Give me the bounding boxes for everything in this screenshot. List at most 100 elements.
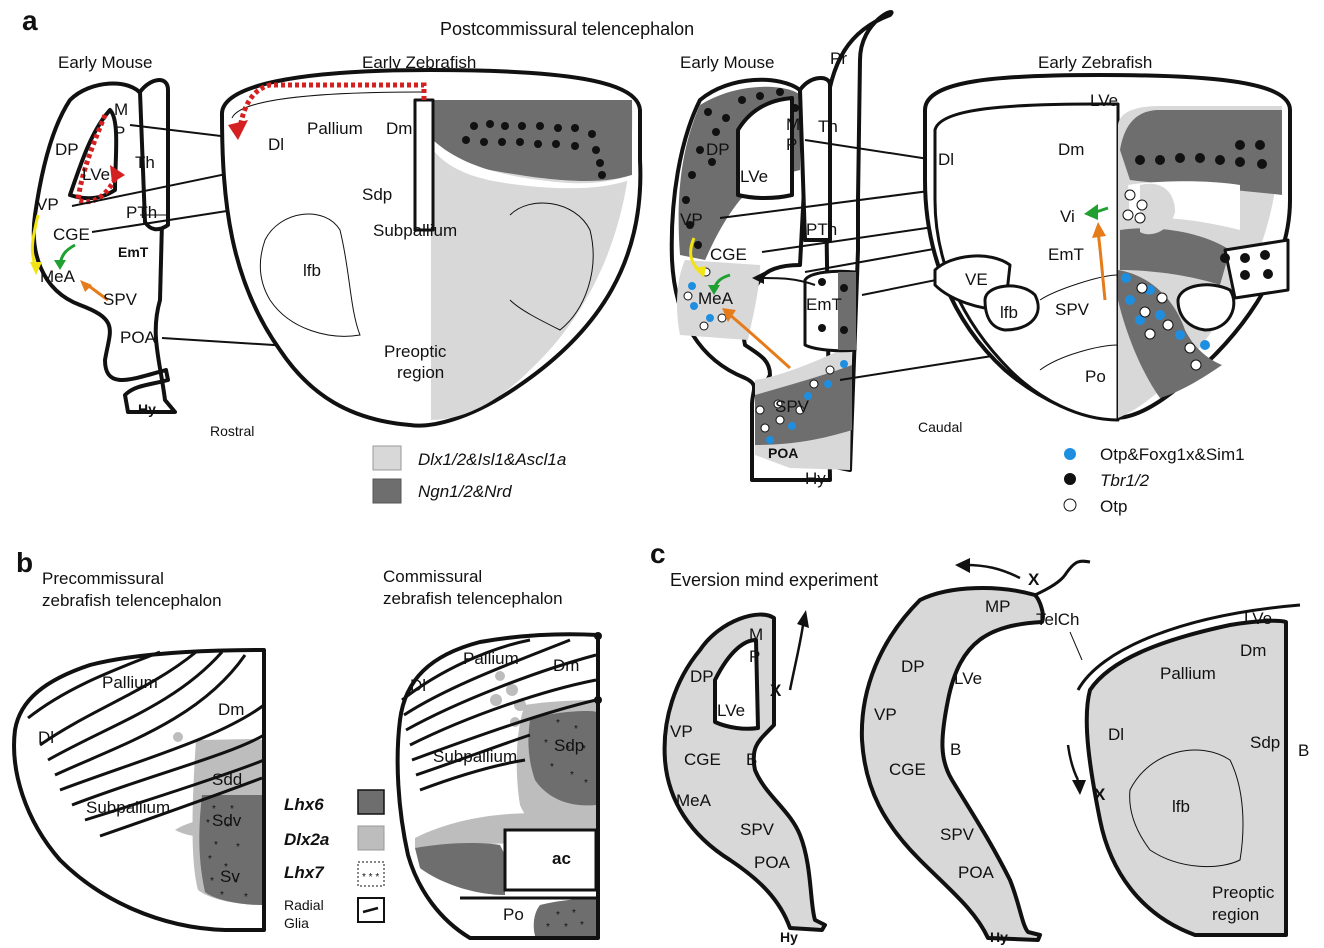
panel-b: b Precommissural zebrafish telencephalon…: [14, 547, 602, 938]
s3-Sdp: Sdp: [1250, 733, 1280, 752]
s2-LVe: LVe: [954, 669, 982, 688]
s3-Dl: Dl: [1108, 725, 1124, 744]
s2-B: B: [950, 740, 961, 759]
mr-Th: Th: [818, 117, 838, 136]
zf-right-line-box: [1225, 240, 1288, 298]
dot-legend-white: [1064, 499, 1076, 511]
zfr-Po: Po: [1085, 367, 1106, 386]
s1-POA: POA: [754, 853, 791, 872]
mr-M: M: [786, 115, 800, 134]
s1-Hy: Hy: [780, 929, 798, 945]
com-ac: [505, 830, 596, 890]
mr-MeA: MeA: [698, 289, 734, 308]
com-Sdp: Sdp: [554, 736, 584, 755]
com-Subpallium: Subpallium: [433, 747, 517, 766]
zfr-lfb: lfb: [1000, 303, 1018, 322]
s2-x-arrow: [965, 565, 1020, 578]
s1-SPV: SPV: [740, 820, 775, 839]
s1-VP: VP: [670, 722, 693, 741]
precommissural-section: *** *** *** *** Pallium Dm Dl Sdd Subpal…: [14, 650, 264, 930]
svg-text:*: *: [210, 876, 214, 887]
dot-legend: Otp&Foxg1x&Sim1 Tbr1/2 Otp: [1064, 445, 1245, 516]
com-blob-2: [506, 684, 518, 696]
panel-b-letter: b: [16, 547, 33, 578]
b-legend-dlx2a: Dlx2a: [284, 830, 329, 849]
eversion-stage-3: TelCh X LVe Dm Pallium Dl Sdp B lfb Preo…: [1036, 605, 1309, 935]
s3-region: region: [1212, 905, 1259, 924]
com-tick-2: [594, 696, 602, 704]
svg-text:*: *: [574, 724, 578, 735]
pre-Sdv: Sdv: [212, 811, 242, 830]
svg-text:*: *: [214, 840, 218, 851]
region-CGE: CGE: [53, 225, 90, 244]
mr-SPV: SPV: [775, 397, 810, 416]
pre-Pallium: Pallium: [102, 673, 158, 692]
zfr-LVe: LVe: [1090, 91, 1118, 110]
panel-a: a Postcommissural telencephalon Early Mo…: [22, 5, 1290, 516]
b-swatch-dlx2a: [358, 826, 384, 850]
b-legend-glia: Glia: [284, 915, 309, 931]
b-legend-lhx6: Lhx6: [284, 795, 324, 814]
zf-left-fold: [415, 100, 433, 230]
svg-text:*: *: [580, 920, 584, 931]
region-DP: DP: [55, 140, 79, 159]
dot-legend-label-black: Tbr1/2: [1100, 471, 1150, 490]
s3-Dm: Dm: [1240, 641, 1266, 660]
mr-CGE: CGE: [710, 245, 747, 264]
legend-label-ngn: Ngn1/2&Nrd: [418, 482, 512, 501]
legend-label-dlx: Dlx1/2&Isl1&Ascl1a: [418, 450, 566, 469]
c-title: Eversion mind experiment: [670, 570, 878, 590]
zf-right-section: Early Zebrafish: [918, 53, 1290, 435]
panel-c-letter: c: [650, 538, 666, 569]
svg-text:*: *: [570, 770, 574, 781]
com-ac: ac: [552, 849, 571, 868]
zf-left-section: Early Zebrafish Dl Pallium Dm Sdp: [222, 53, 640, 426]
s3-X: X: [1094, 785, 1106, 804]
s2-X: X: [1028, 570, 1040, 589]
zfr-EmT: EmT: [1048, 245, 1084, 264]
pre-Sdd: Sdd: [212, 770, 242, 789]
pre-Subpallium: Subpallium: [86, 798, 170, 817]
svg-text:*: *: [556, 910, 560, 921]
b-legend-radial: Radial: [284, 897, 324, 913]
com-Po: Po: [503, 905, 524, 924]
s3-B: B: [1298, 741, 1309, 760]
panel-a-title: Postcommissural telencephalon: [440, 19, 694, 39]
s2-curl-line: [1035, 561, 1090, 595]
region-Hy: Hy: [138, 401, 156, 417]
mr-POA: POA: [768, 445, 798, 461]
com-blob-1: [495, 671, 505, 681]
s1-P: P: [749, 647, 760, 666]
s3-x-arrow: [1068, 745, 1078, 780]
s3-TelCh: TelCh: [1036, 610, 1079, 629]
panel-c: c Eversion mind experiment M P DP X LVe …: [650, 538, 1309, 945]
zf-left-lfb: lfb: [303, 261, 321, 280]
zf-left-Sdp: Sdp: [362, 185, 392, 204]
caudal-label: Caudal: [918, 419, 962, 435]
s1-DP: DP: [690, 667, 714, 686]
mr-Hy: Hy: [805, 469, 826, 488]
region-EmT: EmT: [118, 244, 149, 260]
zf-left-Preoptic: Preoptic: [384, 342, 447, 361]
com-blob-3: [490, 694, 502, 706]
b-pre-title-2: zebrafish telencephalon: [42, 591, 222, 610]
rostral-label: Rostral: [210, 423, 254, 439]
svg-text:*: *: [546, 922, 550, 933]
s2-VP: VP: [874, 705, 897, 724]
mr-EmT: EmT: [806, 295, 842, 314]
s1-MeA: MeA: [676, 791, 712, 810]
pre-Dm: Dm: [218, 700, 244, 719]
pre-blob-1: [173, 732, 183, 742]
b-pre-title-1: Precommissural: [42, 569, 164, 588]
region-Th: Th: [135, 153, 155, 172]
b-swatch-lhx7-stars: * * *: [362, 872, 379, 883]
svg-text:*: *: [206, 818, 210, 829]
svg-text:*: *: [584, 778, 588, 789]
dot-legend-label-blue: Otp&Foxg1x&Sim1: [1100, 445, 1245, 464]
zfr-SPV: SPV: [1055, 300, 1090, 319]
zf-left-region: region: [397, 363, 444, 382]
commissural-section: *** *** *** *** * Pallium Dm Dl Sdp Subp…: [398, 632, 602, 938]
zfr-Vi: Vi: [1060, 207, 1075, 226]
s2-x-arrowhead: [955, 558, 970, 573]
